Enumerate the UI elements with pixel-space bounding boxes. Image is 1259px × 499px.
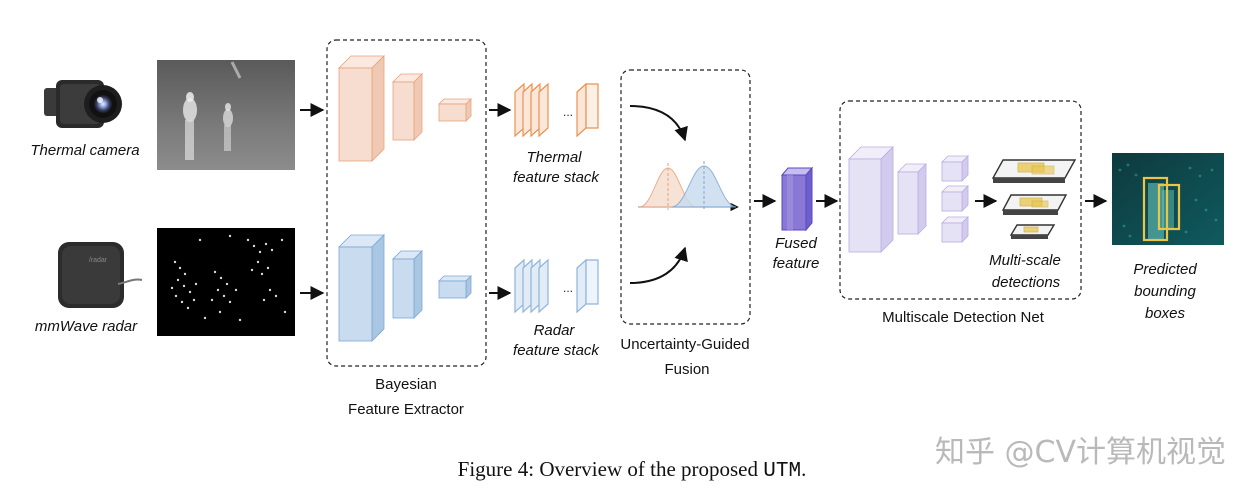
prediction-label-line3: boxes xyxy=(1145,305,1186,322)
prediction-label-line2: bounding xyxy=(1134,283,1196,300)
caption-end: . xyxy=(801,457,806,481)
thermal-camera-icon xyxy=(44,80,122,128)
prediction-label-line1: Predicted xyxy=(1133,261,1197,278)
arrow-fusion-thermal-curve xyxy=(629,105,688,142)
multi-scale-detections-line2: detections xyxy=(992,274,1061,291)
fusion-title-line1: Uncertainty-Guided xyxy=(620,336,749,353)
fusion-title-line2: Fusion xyxy=(664,361,709,378)
caption-text: Figure 4: Overview of the proposed xyxy=(458,457,764,481)
uncertainty-distributions xyxy=(638,161,739,212)
mmwave-radar-label: mmWave radar xyxy=(35,318,138,335)
radar-stack-dots: ... xyxy=(563,281,573,295)
detection-net-box xyxy=(839,100,1082,300)
fusion-box xyxy=(620,69,751,325)
multi-scale-detections-line1: Multi-scale xyxy=(989,252,1061,269)
radar-image xyxy=(157,228,295,336)
figure-caption: Figure 4: Overview of the proposed UTM. xyxy=(458,457,807,483)
fused-feature-label-line2: feature xyxy=(773,255,820,272)
thermal-extractor-blocks xyxy=(338,55,472,162)
fused-feature-map xyxy=(780,166,814,232)
fused-feature-label-line1: Fused xyxy=(775,235,817,252)
predicted-box-2 xyxy=(1157,183,1181,231)
thermal-camera-label: Thermal camera xyxy=(30,142,139,159)
thermal-stack-dots: ... xyxy=(563,105,573,119)
radar-stack-label-line2: feature stack xyxy=(513,342,600,359)
svg-text:/radar: /radar xyxy=(89,257,108,264)
thermal-stack-label-line1: Thermal xyxy=(526,149,582,166)
extractor-title-line1: Bayesian xyxy=(375,376,437,393)
extractor-title-line2: Feature Extractor xyxy=(348,401,464,418)
thermal-image xyxy=(157,60,295,170)
watermark: 知乎 @CV计算机视觉 xyxy=(935,435,1226,470)
radar-extractor-blocks xyxy=(338,234,472,342)
arrow-fusion-radar-curve xyxy=(629,246,688,284)
detection-net-title: Multiscale Detection Net xyxy=(882,309,1045,326)
thermal-feature-stack xyxy=(514,82,599,138)
radar-feature-stack xyxy=(514,258,599,314)
predicted-box-1 xyxy=(1142,176,1169,242)
bayesian-extractor-box xyxy=(326,39,487,367)
multi-scale-detection-planes xyxy=(991,159,1077,239)
thermal-stack-label-line2: feature stack xyxy=(513,169,600,186)
mmwave-radar-icon: /radar xyxy=(58,242,143,308)
caption-code: UTM xyxy=(763,460,801,483)
detection-backbone-blocks xyxy=(848,146,969,253)
radar-stack-label-line1: Radar xyxy=(534,322,576,339)
